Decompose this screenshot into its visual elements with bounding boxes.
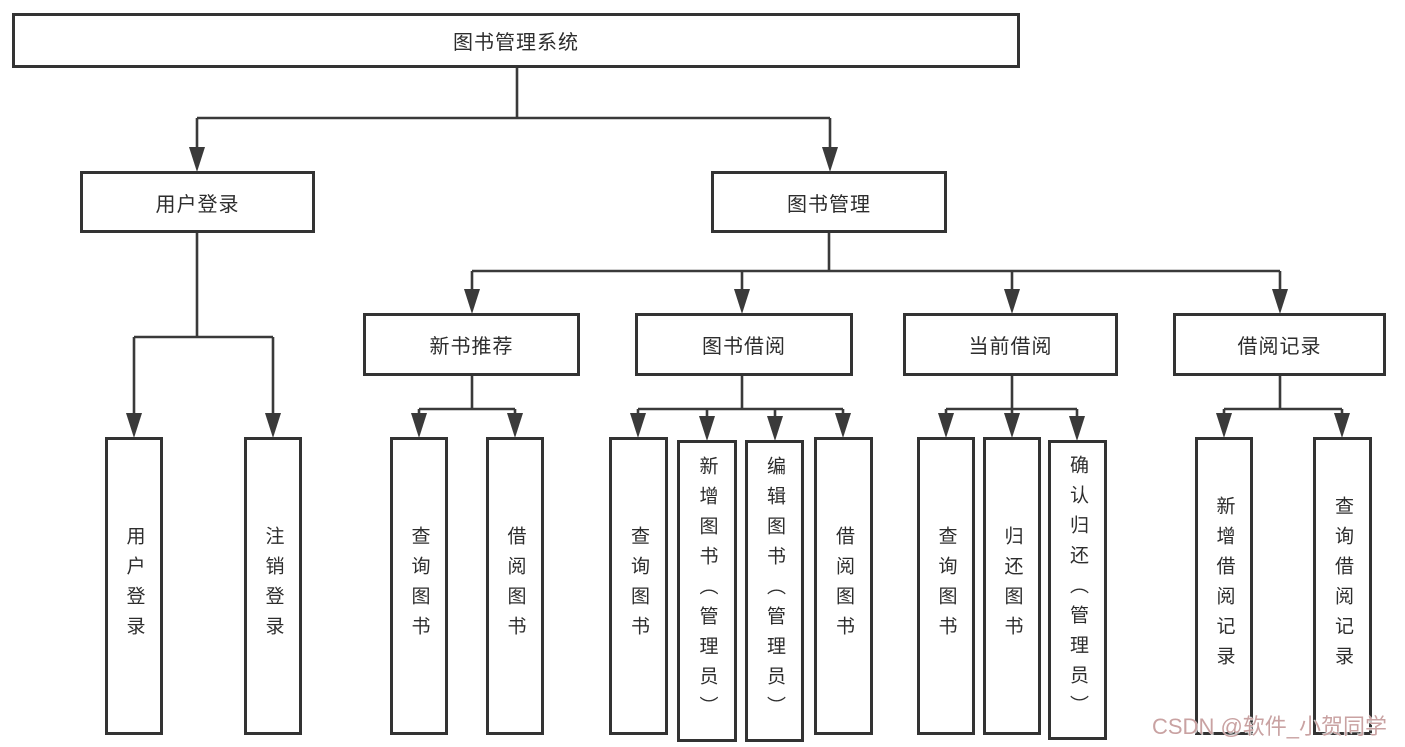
leaf-add-book-admin-label: 新增图书（管理员） xyxy=(696,456,718,726)
leaf-edit-book-admin: 编辑图书（管理员） xyxy=(745,440,804,742)
leaf-query-books-1-label: 查询图书 xyxy=(408,526,430,646)
csdn-watermark: CSDN @软件_小贺同学 xyxy=(1152,714,1388,739)
node-book-management: 图书管理 xyxy=(711,171,947,233)
leaf-query-books-3-label: 查询图书 xyxy=(935,526,957,646)
leaf-query-books-1: 查询图书 xyxy=(390,437,448,735)
connector-current-borrow-to-leaves xyxy=(938,376,1085,441)
node-root-system-label: 图书管理系统 xyxy=(453,32,579,54)
leaf-logout: 注销登录 xyxy=(244,437,302,735)
leaf-query-books-2-label: 查询图书 xyxy=(628,526,649,646)
leaf-add-borrow-record: 新增借阅记录 xyxy=(1195,437,1253,735)
leaf-add-borrow-record-label: 新增借阅记录 xyxy=(1213,496,1235,676)
connector-book-mgmt-to-level3 xyxy=(464,233,1288,314)
connector-book-borrow-to-leaves xyxy=(630,376,851,441)
leaf-add-book-admin: 新增图书（管理员） xyxy=(677,440,737,742)
leaf-borrow-books-2-label: 借阅图书 xyxy=(833,526,854,646)
leaf-query-borrow-record-label: 查询借阅记录 xyxy=(1332,496,1353,676)
node-new-book-recommend: 新书推荐 xyxy=(363,313,580,376)
node-borrowing-records: 借阅记录 xyxy=(1173,313,1386,376)
leaf-return-book: 归还图书 xyxy=(983,437,1041,735)
leaf-borrow-books-1: 借阅图书 xyxy=(486,437,544,735)
leaf-return-book-label: 归还图书 xyxy=(1001,526,1023,646)
connector-new-book-rec-to-leaves xyxy=(411,376,523,438)
node-borrowing-records-label: 借阅记录 xyxy=(1237,336,1322,358)
leaf-logout-label: 注销登录 xyxy=(262,526,284,646)
node-book-borrowing: 图书借阅 xyxy=(635,313,853,376)
node-book-borrowing-label: 图书借阅 xyxy=(702,336,786,358)
leaf-query-books-2: 查询图书 xyxy=(609,437,668,735)
connector-borrow-records-to-leaves xyxy=(1216,376,1350,438)
node-current-borrowing: 当前借阅 xyxy=(903,313,1118,376)
node-book-management-label: 图书管理 xyxy=(787,193,871,216)
node-root-system: 图书管理系统 xyxy=(12,13,1020,68)
node-user-login-branch: 用户登录 xyxy=(80,171,315,233)
connector-root-to-level2 xyxy=(189,68,838,172)
leaf-borrow-books-2: 借阅图书 xyxy=(814,437,873,735)
node-new-book-recommend-label: 新书推荐 xyxy=(429,336,514,358)
leaf-edit-book-admin-label: 编辑图书（管理员） xyxy=(764,456,785,726)
leaf-query-books-3: 查询图书 xyxy=(917,437,975,735)
leaf-confirm-return-admin: 确认归还（管理员） xyxy=(1048,440,1107,740)
leaf-query-borrow-record: 查询借阅记录 xyxy=(1313,437,1372,735)
leaf-user-login-label: 用户登录 xyxy=(123,526,145,646)
leaf-user-login: 用户登录 xyxy=(105,437,163,735)
leaf-confirm-return-admin-label: 确认归还（管理员） xyxy=(1067,455,1088,725)
leaf-borrow-books-1-label: 借阅图书 xyxy=(504,526,526,646)
node-user-login-branch-label: 用户登录 xyxy=(155,193,240,216)
connector-user-login-to-leaves xyxy=(126,233,281,438)
node-current-borrowing-label: 当前借阅 xyxy=(968,336,1053,358)
